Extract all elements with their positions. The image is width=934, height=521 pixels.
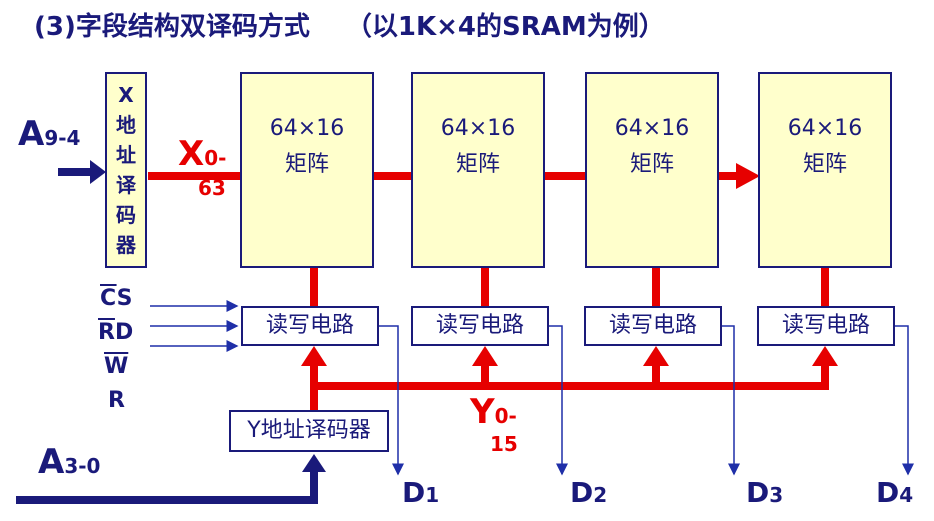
d3-main: D	[746, 476, 770, 509]
y-label-sub1: 0-	[494, 404, 517, 428]
matrix-size: 64×16	[787, 116, 863, 141]
memory-matrix-4: 64×16 矩阵	[758, 72, 892, 268]
d2-label: D2	[570, 476, 607, 509]
x-address-decoder: X 地 址 译 码 器	[105, 72, 147, 268]
rw-circuit-4: 读写电路	[757, 306, 895, 346]
d1-line	[379, 325, 404, 476]
a-low-sub: 3-0	[64, 454, 101, 478]
y-arrow-4	[812, 346, 838, 366]
a-low-label: A3-0	[38, 442, 100, 482]
cs-overbar-char: C	[100, 286, 117, 311]
a-high-arrowhead	[90, 160, 106, 184]
d4-main: D	[876, 476, 900, 509]
y-arrow-1	[301, 346, 327, 366]
wr-signal-r: R	[108, 388, 125, 413]
matrix-size: 64×16	[269, 116, 345, 141]
rd-signal-label: RD	[98, 320, 133, 345]
d2-line	[549, 325, 568, 476]
d4-label: D4	[876, 476, 913, 509]
x-line-label: X0-	[178, 134, 226, 174]
rd-rest: D	[114, 320, 134, 345]
a-high-label: A9-4	[18, 114, 80, 154]
memory-matrix-1: 64×16 矩阵	[240, 72, 374, 268]
a-high-main: A	[18, 114, 45, 154]
wr-signal-label: W	[104, 354, 128, 379]
d3-sub: 3	[769, 483, 784, 507]
a-low-arrow	[16, 470, 318, 504]
matrix-label: 矩阵	[802, 152, 847, 177]
cs-rest: S	[116, 286, 133, 311]
cs-signal-label: CS	[100, 286, 132, 311]
memory-matrix-3: 64×16 矩阵	[585, 72, 719, 268]
matrix-size: 64×16	[440, 116, 516, 141]
rw-circuit-3: 读写电路	[584, 306, 722, 346]
x-decoder-char: 码	[116, 203, 136, 227]
matrix-size: 64×16	[614, 116, 690, 141]
matrix-label: 矩阵	[284, 152, 329, 177]
matrix-label: 矩阵	[455, 152, 500, 177]
y-label-sub2: 15	[490, 432, 518, 456]
x-decoder-char: 译	[116, 173, 136, 197]
y-line-label: Y0-	[470, 392, 517, 432]
rw-circuit-1: 读写电路	[241, 306, 379, 346]
rd-overbar-char: R	[98, 320, 115, 345]
memory-matrix-2: 64×16 矩阵	[411, 72, 545, 268]
d2-sub: 2	[593, 483, 608, 507]
d1-sub: 1	[425, 483, 440, 507]
matrix-label: 矩阵	[629, 152, 674, 177]
y-arrow-2	[472, 346, 498, 366]
title-main: (3)字段结构双译码方式	[34, 12, 310, 42]
rw-circuit-2: 读写电路	[411, 306, 549, 346]
x-decoder-char: 地	[116, 113, 136, 137]
d3-line	[722, 325, 740, 476]
x-label-sub1: 0-	[204, 146, 227, 170]
x-decoder-char: 器	[116, 233, 136, 257]
d1-main: D	[402, 476, 426, 509]
d3-label: D3	[746, 476, 783, 509]
x-line-arrowhead	[736, 163, 760, 189]
y-label-main: Y	[470, 392, 495, 432]
d4-sub: 4	[899, 483, 914, 507]
d1-label: D1	[402, 476, 439, 509]
x-decoder-char: X	[118, 83, 134, 107]
title-paren: （以1K×4的SRAM为例）	[345, 12, 665, 42]
d4-line	[895, 325, 914, 476]
x-label-sub2: 63	[198, 176, 226, 200]
wr-overbar-char: W	[104, 354, 129, 379]
x-decoder-text: X 地 址 译 码 器	[116, 80, 136, 260]
a-low-arrowhead	[302, 454, 326, 472]
d2-main: D	[570, 476, 594, 509]
x-label-main: X	[178, 134, 205, 174]
y-address-decoder: Y地址译码器	[229, 410, 389, 452]
a-high-sub: 9-4	[44, 126, 81, 150]
x-decoder-char: 址	[116, 143, 136, 167]
page-title: (3)字段结构双译码方式 （以1K×4的SRAM为例）	[34, 6, 665, 43]
a-low-main: A	[38, 442, 65, 482]
y-arrow-3	[643, 346, 669, 366]
